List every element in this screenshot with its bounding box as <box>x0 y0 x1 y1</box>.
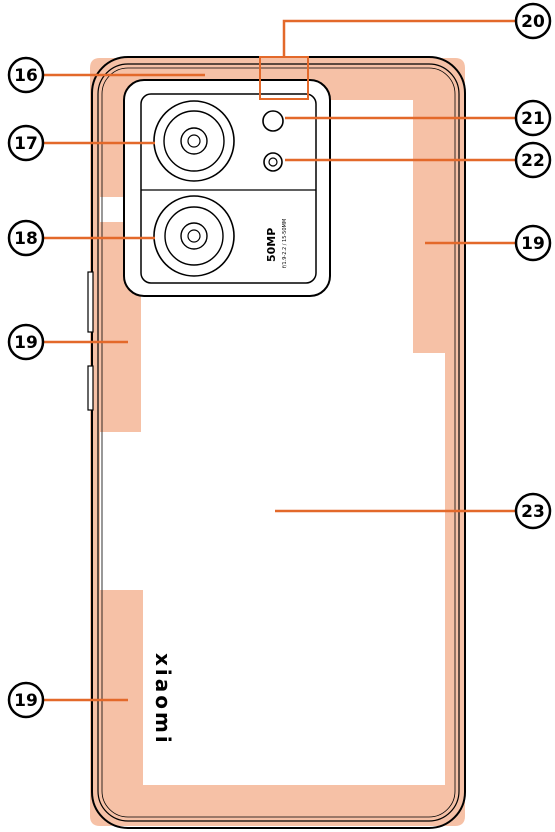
brand-logo-text: xiaomi <box>151 653 175 746</box>
svg-text:19: 19 <box>14 691 38 711</box>
antenna-left-lower <box>100 590 143 825</box>
volume-button <box>87 271 94 333</box>
callout-19-right: 19 <box>514 224 552 262</box>
callout-23: 23 <box>514 492 552 530</box>
camera-spec-label: f/1.9-2.2 / 15-50MM <box>282 219 288 268</box>
svg-text:19: 19 <box>14 333 38 353</box>
sensor-inner <box>268 157 278 167</box>
camera-module: 50MP f/1.9-2.2 / 15-50MM <box>123 79 331 297</box>
callout-16: 16 <box>7 56 45 94</box>
camera-mp-label: 50MP <box>265 228 278 262</box>
callout-18: 18 <box>7 219 45 257</box>
upper-lens-center <box>187 134 201 148</box>
callout-21: 21 <box>514 99 552 137</box>
callout-22: 22 <box>514 141 552 179</box>
flash <box>262 110 284 132</box>
svg-text:22: 22 <box>521 151 545 171</box>
phone-inner-edge <box>97 63 460 822</box>
power-button <box>87 365 94 411</box>
svg-text:19: 19 <box>521 234 545 254</box>
antenna-right-strip <box>413 58 445 353</box>
antenna-top-right <box>354 58 414 100</box>
svg-text:16: 16 <box>14 66 38 86</box>
callout-19-left-lower: 19 <box>7 681 45 719</box>
callouts: 16 17 18 19 19 19 20 21 <box>7 2 552 719</box>
callout-17: 17 <box>7 124 45 162</box>
leader-lines <box>44 19 515 702</box>
svg-text:23: 23 <box>521 502 545 522</box>
svg-text:20: 20 <box>521 12 545 32</box>
svg-text:17: 17 <box>14 134 38 154</box>
lower-lens-center <box>187 229 201 243</box>
callout-19-left-upper: 19 <box>7 323 45 361</box>
phone-back-glass-edge <box>101 67 456 818</box>
callout-20: 20 <box>514 2 552 40</box>
svg-text:21: 21 <box>521 109 545 129</box>
svg-text:18: 18 <box>14 229 38 249</box>
